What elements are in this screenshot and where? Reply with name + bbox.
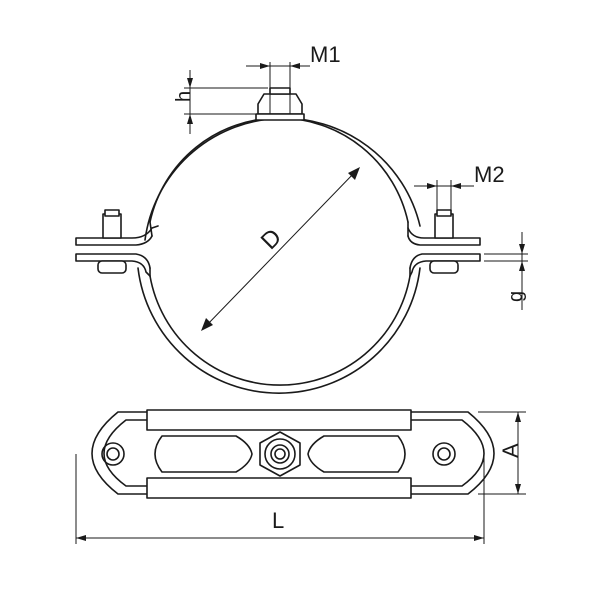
front-view-dimensions: M1 h M2 g	[173, 42, 528, 310]
upper-band-inner	[149, 117, 409, 223]
diameter-line	[204, 170, 357, 328]
right-flange-bottom	[409, 253, 481, 277]
m1-arrow-left	[260, 63, 270, 69]
top-view-upper-strip	[146, 409, 412, 431]
g-arrow-top	[519, 244, 525, 254]
top-view-inner-outline	[103, 419, 485, 487]
m2-label: M2	[474, 162, 505, 187]
top-view-lower-strip	[146, 477, 412, 499]
m2-arrow-right	[451, 183, 461, 189]
left-flange-bottom	[75, 253, 151, 277]
clamp-top-view	[91, 409, 495, 499]
top-view-left-hole-inner	[106, 447, 120, 461]
a-arrow-bottom	[515, 484, 521, 494]
right-screw-tip	[436, 209, 452, 217]
top-view-outline	[91, 411, 495, 495]
a-label: A	[498, 443, 523, 458]
top-view-nut-thread	[274, 448, 286, 460]
diameter-label: D	[256, 224, 287, 255]
top-view-left-slot	[154, 435, 253, 473]
lower-band-inner	[149, 275, 411, 386]
h-label: h	[173, 91, 195, 102]
right-screw-shank	[434, 213, 454, 239]
top-thread-stub	[269, 87, 291, 95]
h-arrow-bottom	[187, 114, 193, 124]
g-label: g	[505, 291, 527, 302]
top-view-nut-ring	[264, 438, 296, 470]
upper-band-outer	[144, 117, 421, 241]
left-screw-shank	[102, 213, 122, 239]
left-screw-head	[97, 260, 127, 274]
clamp-front-view: D	[75, 87, 481, 394]
top-nut	[257, 93, 303, 115]
g-arrow-bottom	[519, 261, 525, 271]
top-view-right-slot	[307, 435, 406, 473]
m1-arrow-right	[290, 63, 300, 69]
top-view-right-hole-inner	[437, 447, 451, 461]
top-view-dimensions: A L	[75, 411, 526, 544]
top-view-right-hole-outer	[432, 442, 456, 466]
top-view-nut-bore	[270, 444, 290, 464]
right-screw-head	[429, 260, 459, 274]
a-arrow-top	[515, 412, 521, 422]
top-nut-base	[255, 113, 305, 121]
diameter-arrow-bottom	[201, 318, 213, 331]
left-screw-tip	[104, 209, 120, 217]
m2-arrow-left	[427, 183, 437, 189]
l-label: L	[272, 508, 284, 533]
m1-label: M1	[310, 42, 341, 67]
right-flange-top	[407, 227, 481, 246]
h-arrow-top	[187, 78, 193, 88]
l-arrow-left	[76, 535, 86, 541]
left-flange-top	[75, 225, 159, 246]
lower-band-outer	[137, 267, 421, 394]
top-view-left-hole-outer	[101, 442, 125, 466]
l-arrow-right	[474, 535, 484, 541]
diameter-arrow-top	[348, 167, 360, 180]
